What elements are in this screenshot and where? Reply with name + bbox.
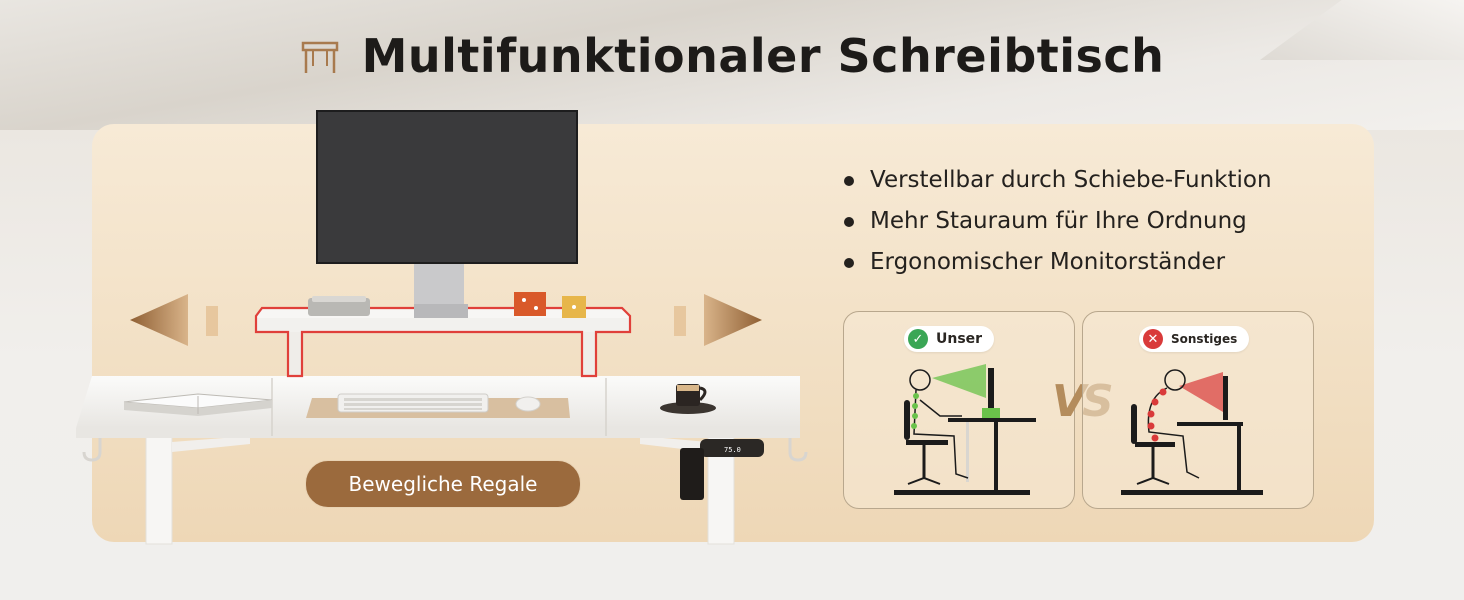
monitor: [316, 110, 578, 318]
arrow-right-icon: [674, 294, 762, 346]
shelf-items: [308, 292, 586, 318]
coffee-cup: [660, 384, 716, 414]
bullet-dot-icon: [844, 258, 854, 268]
feature-item: Mehr Stauraum für Ihre Ordnung: [842, 203, 1272, 244]
ours-tag: ✓ Unser: [904, 326, 995, 352]
hook-right: [788, 438, 808, 462]
comparison-card-others: ✕ Sonstiges: [1082, 311, 1314, 509]
bad-posture-illustration: [1121, 369, 1263, 495]
shelf-highlight: [254, 306, 632, 378]
desk-mat: [306, 393, 570, 418]
cross-icon: ✕: [1143, 329, 1163, 349]
bullet-dot-icon: [844, 217, 854, 227]
header: Multifunktionaler Schreibtisch: [0, 26, 1464, 86]
feature-item: Ergonomischer Monitorständer: [842, 244, 1272, 285]
good-posture-illustration: [894, 364, 1036, 495]
desk-icon: [301, 41, 338, 73]
feature-list: Verstellbar durch Schiebe-Funktion Mehr …: [842, 162, 1272, 285]
desk-control-panel: 75.0: [680, 439, 764, 500]
ceiling-background: [0, 0, 1464, 130]
arrow-left-icon: [130, 294, 218, 346]
feature-item: Verstellbar durch Schiebe-Funktion: [842, 162, 1272, 203]
height-display: 75.0: [724, 446, 741, 454]
check-icon: ✓: [908, 329, 928, 349]
comparison-card-ours: ✓ Unser: [843, 311, 1075, 509]
page-title: Multifunktionaler Schreibtisch: [361, 29, 1165, 83]
monitor-shelf: [254, 306, 632, 378]
open-book: [123, 393, 273, 416]
hook-left: [82, 438, 102, 462]
movable-shelves-label: Bewegliche Regale: [305, 460, 581, 508]
bullet-dot-icon: [844, 176, 854, 186]
others-tag: ✕ Sonstiges: [1139, 326, 1250, 352]
